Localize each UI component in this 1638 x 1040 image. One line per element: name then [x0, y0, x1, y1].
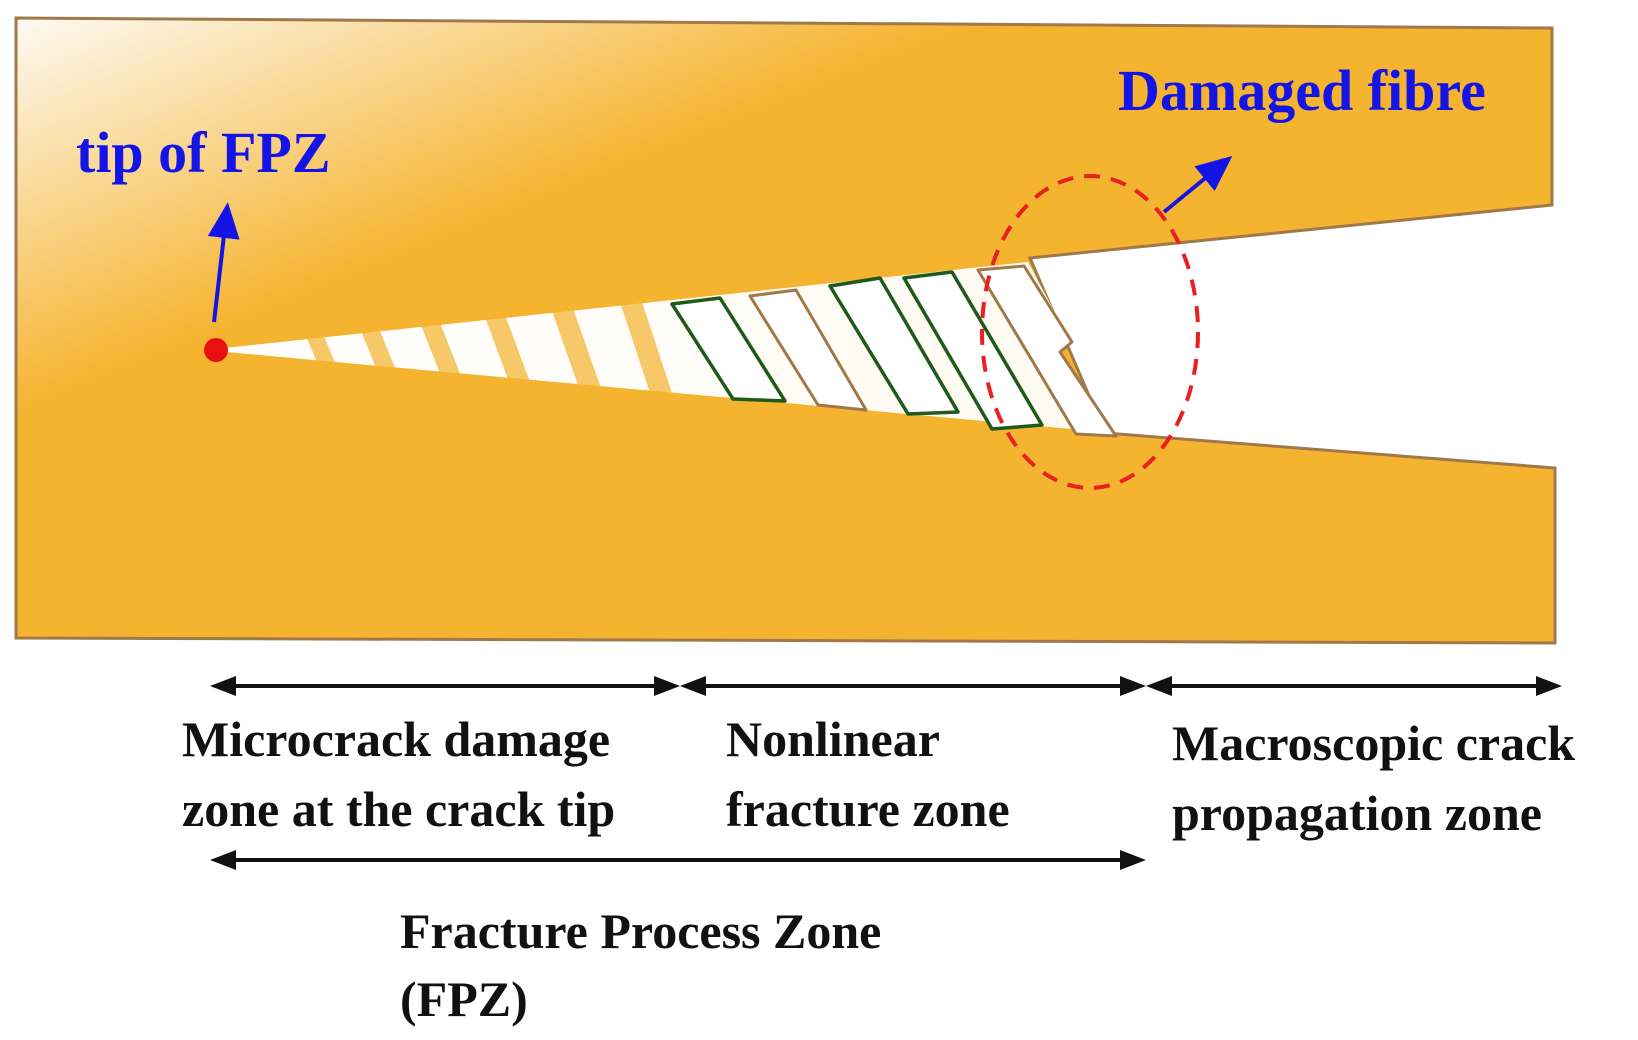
microcrack-zone-label: Microcrack damage zone at the crack tip: [182, 711, 623, 837]
open-fibre-slots: [748, 264, 1118, 438]
nonlinear-zone-arrow: [680, 676, 1146, 696]
bridging-fibres: [670, 270, 1044, 431]
fibre-arrow: [1162, 155, 1233, 214]
tip-arrow: [207, 202, 240, 323]
fpz-label-line-1: Fracture Process Zone: [400, 903, 881, 959]
microcrack-zone-line-1: Microcrack damage: [182, 711, 610, 767]
macroscopic-zone-line-2: propagation zone: [1172, 785, 1542, 841]
microcrack-fibres: [300, 296, 676, 405]
fpz-span-arrow: [210, 850, 1146, 870]
nonlinear-zone-line-1: Nonlinear: [726, 711, 940, 767]
macroscopic-zone-label: Macroscopic crack propagation zone: [1172, 715, 1588, 841]
nonlinear-zone-label: Nonlinear fracture zone: [726, 711, 1010, 837]
nonlinear-zone-line-2: fracture zone: [726, 781, 1010, 837]
macroscopic-zone-arrow: [1146, 676, 1562, 696]
tip-label: tip of FPZ: [76, 120, 331, 185]
fpz-label: Fracture Process Zone (FPZ): [400, 903, 894, 1027]
damaged-fibre-label: Damaged fibre: [1118, 58, 1486, 123]
microcrack-zone-arrow: [210, 676, 680, 696]
macroscopic-zone-line-1: Macroscopic crack: [1172, 715, 1575, 771]
fpz-tip-dot: [204, 338, 228, 362]
fpz-label-line-2: (FPZ): [400, 971, 528, 1027]
damage-circle: [980, 174, 1200, 490]
microcrack-zone-line-2: zone at the crack tip: [182, 781, 615, 837]
